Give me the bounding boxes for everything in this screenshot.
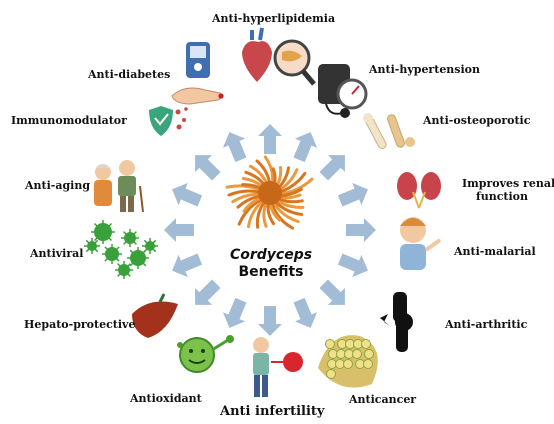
- label-anti-hyperlipidemia: Anti-hyperlipidemia: [212, 12, 336, 25]
- arrow-16: [222, 132, 247, 163]
- virus-icon: [115, 261, 133, 279]
- arrow-9: [258, 306, 282, 336]
- virus-icon: [102, 244, 122, 264]
- heart-artery-icon: [242, 27, 316, 86]
- label-hepato-protective: Hepato-protective: [24, 318, 136, 331]
- label-anti-malarial: Anti-malarial: [454, 245, 536, 258]
- label-anti-arthritic: Anti-arthritic: [445, 318, 528, 331]
- label-improves-renal-function: Improves renal function: [462, 177, 554, 203]
- center-subtitle: Benefits: [238, 264, 304, 280]
- label-anti-osteoporotic: Anti-osteoporotic: [423, 114, 531, 127]
- label-anticancer: Anticancer: [349, 393, 417, 406]
- bones-icon: [363, 113, 415, 149]
- label-renal-line1: Improves renal: [462, 177, 554, 190]
- label-anti-diabetes: Anti-diabetes: [88, 68, 171, 81]
- virus-icon: [142, 238, 158, 254]
- man-infertility-icon: [253, 337, 303, 397]
- arrow-3: [319, 155, 345, 181]
- cancer-cells-icon: [318, 335, 378, 388]
- radiating-arrows: [164, 124, 376, 336]
- center-title: Cordyceps: [229, 247, 313, 263]
- label-antioxidant: Antioxidant: [130, 392, 202, 405]
- arrow-7: [319, 279, 345, 305]
- label-anti-hypertension: Anti-hypertension: [369, 63, 481, 76]
- label-immunomodulator: Immunomodulator: [11, 114, 127, 127]
- immune-shield-icon: [149, 106, 188, 136]
- arrow-1: [258, 124, 282, 154]
- virus-icon: [91, 220, 115, 244]
- cordyceps-image: [225, 155, 314, 230]
- sick-person-icon: [400, 217, 442, 270]
- arrow-10: [222, 297, 247, 328]
- arrow-4: [337, 182, 368, 207]
- glucose-meter-icon: [171, 42, 224, 105]
- arrow-13: [164, 218, 194, 242]
- virus-icon: [121, 229, 139, 247]
- label-antiviral: Antiviral: [30, 247, 84, 260]
- arrow-5: [346, 218, 376, 242]
- arrow-6: [337, 253, 368, 278]
- antioxidant-molecule-icon: [177, 335, 234, 373]
- label-anti-infertility: Anti infertility: [220, 404, 325, 419]
- arrow-2: [293, 132, 318, 163]
- arrow-15: [195, 155, 221, 181]
- knee-joint-icon: [380, 292, 413, 352]
- virus-icon: [84, 238, 100, 254]
- label-anti-aging: Anti-aging: [25, 179, 91, 192]
- liver-icon: [132, 293, 178, 338]
- arrow-12: [172, 253, 203, 278]
- virus-icon: [127, 247, 149, 269]
- arrow-11: [195, 279, 221, 305]
- kidneys-icon: [397, 172, 441, 209]
- label-renal-line2: function: [475, 190, 529, 203]
- arrow-8: [293, 297, 318, 328]
- blood-pressure-monitor-icon: [318, 64, 368, 118]
- arrow-14: [172, 182, 203, 207]
- elderly-couple-icon: [94, 160, 144, 213]
- virus-icons: [84, 220, 158, 279]
